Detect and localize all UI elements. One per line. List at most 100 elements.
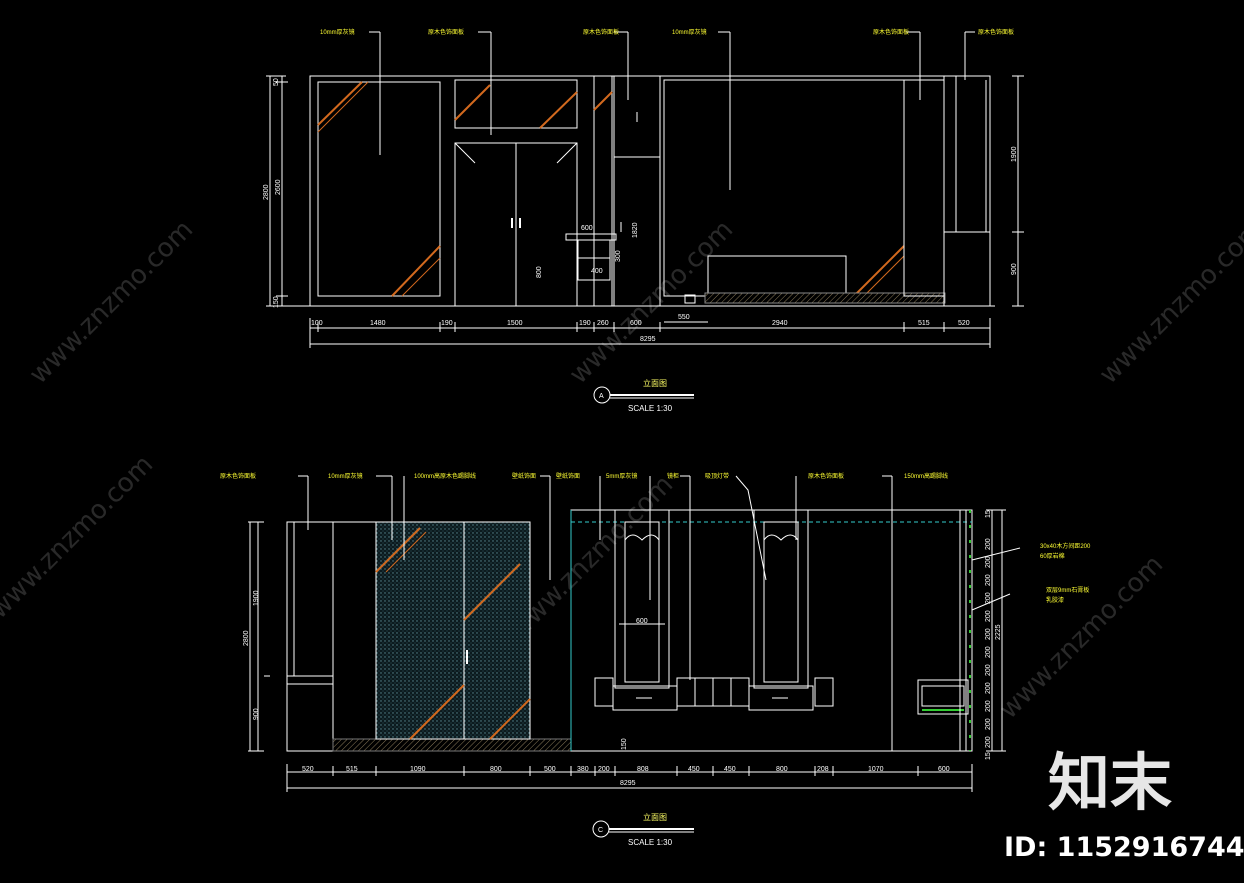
dim-c-4: 500 [544, 766, 556, 773]
note-c-8: 吸顶灯带 [705, 472, 729, 480]
elevation-c-scale: SCALE 1:30 [628, 838, 673, 847]
dim-c-6: 200 [598, 766, 610, 773]
dim-c-left-0: 2800 [243, 630, 250, 646]
dim-a-inner-2: 300 [615, 250, 622, 262]
dim-a-inner-3: 400 [591, 268, 603, 275]
dim-a-extra: 550 [678, 314, 690, 321]
dim-c-5: 380 [577, 766, 589, 773]
note-a-2: 原木色饰面板 [428, 28, 464, 36]
note-c-7: 镜柜 [667, 472, 679, 480]
frame-right [753, 509, 809, 689]
note-c-6: 5mm厚灰镜 [606, 472, 637, 480]
side-desk [917, 679, 969, 715]
dim-a-total: 8295 [640, 336, 656, 343]
dim-c-10: 800 [776, 766, 788, 773]
dim-a-left-0: 50 [273, 78, 280, 86]
dim-c-inner-0: 600 [636, 618, 648, 625]
dim-c-13: 600 [938, 766, 950, 773]
dim-a-inner-4: 800 [536, 266, 543, 278]
watermark-site-3: www.znzmo.com [1094, 215, 1244, 390]
wardrobe-upper [454, 79, 578, 129]
svg-text:15: 15 [985, 510, 992, 518]
dim-c-right-ladder: 15 200 200 200 200 200 200 200 200 200 2… [985, 510, 1002, 760]
drawer-right [748, 685, 814, 711]
bed-headboard [707, 255, 847, 297]
note-c-4: 壁纸饰面 [512, 472, 536, 480]
svg-text:200: 200 [985, 628, 992, 640]
dim-a-5: 260 [597, 320, 609, 327]
svg-text:200: 200 [985, 592, 992, 604]
svg-text:200: 200 [985, 646, 992, 658]
note-a-6: 原木色饰面板 [978, 28, 1014, 36]
dim-c-7: 808 [637, 766, 649, 773]
dim-c-9: 450 [724, 766, 736, 773]
dim-a-left-2: 2600 [275, 179, 282, 195]
watermark-site-4: www.znzmo.com [0, 450, 159, 625]
dim-c-right-total: 2225 [995, 624, 1002, 640]
dim-c-left-1: 1900 [253, 590, 260, 606]
glass-panel-1 [375, 521, 465, 740]
watermark-site-6: www.znzmo.com [994, 550, 1169, 725]
side-shelf [943, 75, 991, 307]
note-a-4: 10mm厚灰镜 [672, 28, 707, 36]
frame-left [614, 509, 670, 689]
brand-overlay: 知末 ID: 1152916744 [1004, 746, 1244, 863]
svg-text:200: 200 [985, 556, 992, 568]
dim-a-2: 190 [441, 320, 453, 327]
elevation-a-title: 立面图 [643, 378, 667, 388]
elevation-c [248, 475, 1021, 838]
dim-c-0: 520 [302, 766, 314, 773]
watermark-site-1: www.znzmo.com [24, 215, 199, 390]
tall-cabinet [613, 75, 661, 307]
bed-wall [570, 509, 973, 752]
dim-a-6: 600 [630, 320, 642, 327]
dim-a-inner-1: 1820 [632, 222, 639, 238]
dim-a-1: 1480 [370, 320, 386, 327]
note-c-9: 原木色饰面板 [808, 472, 844, 480]
elevation-c-labels: 原木色饰面板 10mm厚灰镜 100mm高原木色踢脚线 壁纸饰面 壁纸饰面 5m… [220, 472, 1091, 847]
svg-text:200: 200 [985, 718, 992, 730]
marker-a-letter: A [599, 393, 604, 400]
svg-text:200: 200 [985, 700, 992, 712]
dim-a-right-0: 1900 [1011, 146, 1018, 162]
dim-a-left-1: 2800 [263, 184, 270, 200]
note-c-13: 双层9mm石膏板 [1046, 586, 1089, 594]
note-a-1: 10mm厚灰镜 [320, 28, 355, 36]
dim-c-1: 515 [346, 766, 358, 773]
note-c-11: 30x40木方间距200 [1040, 542, 1091, 550]
dim-c-2: 1090 [410, 766, 426, 773]
note-c-1: 原木色饰面板 [220, 472, 256, 480]
svg-text:15: 15 [985, 752, 992, 760]
dim-a-7: 2940 [772, 320, 788, 327]
glass-panel-2 [463, 521, 531, 740]
dim-c-12: 1070 [868, 766, 884, 773]
nightstand-left [594, 677, 614, 707]
note-c-5: 壁纸饰面 [556, 472, 580, 480]
svg-text:200: 200 [985, 682, 992, 694]
note-a-5: 原木色饰面板 [873, 28, 909, 36]
elevation-c-title: 立面图 [643, 812, 667, 822]
svg-text:200: 200 [985, 538, 992, 550]
note-c-12: 60厚岩棉 [1040, 552, 1065, 560]
left-cabinet-lower [286, 683, 334, 752]
dim-c-total: 8295 [620, 780, 636, 787]
image-id-label: ID: 1152916744 [1004, 832, 1244, 863]
svg-text:200: 200 [985, 574, 992, 586]
nightstand-right [814, 677, 834, 707]
dim-a-4: 190 [579, 320, 591, 327]
dim-c-left-2: 900 [253, 708, 260, 720]
dim-c-8: 450 [688, 766, 700, 773]
svg-text:200: 200 [985, 664, 992, 676]
dim-a-9: 520 [958, 320, 970, 327]
dim-a-inner-0: 600 [581, 225, 593, 232]
dim-a-0: 100 [311, 320, 323, 327]
dim-c-inner-1: 150 [621, 738, 628, 750]
note-c-3: 100mm高原木色踢脚线 [414, 472, 476, 480]
dim-c-11: 208 [817, 766, 829, 773]
note-c-2: 10mm厚灰镜 [328, 472, 363, 480]
note-c-10: 150mm高踢脚线 [904, 472, 948, 480]
mirror-panel-left [317, 81, 441, 297]
elevation-a [266, 31, 1024, 404]
watermark-layer: www.znzmo.com www.znzmo.com www.znzmo.co… [0, 215, 1244, 725]
